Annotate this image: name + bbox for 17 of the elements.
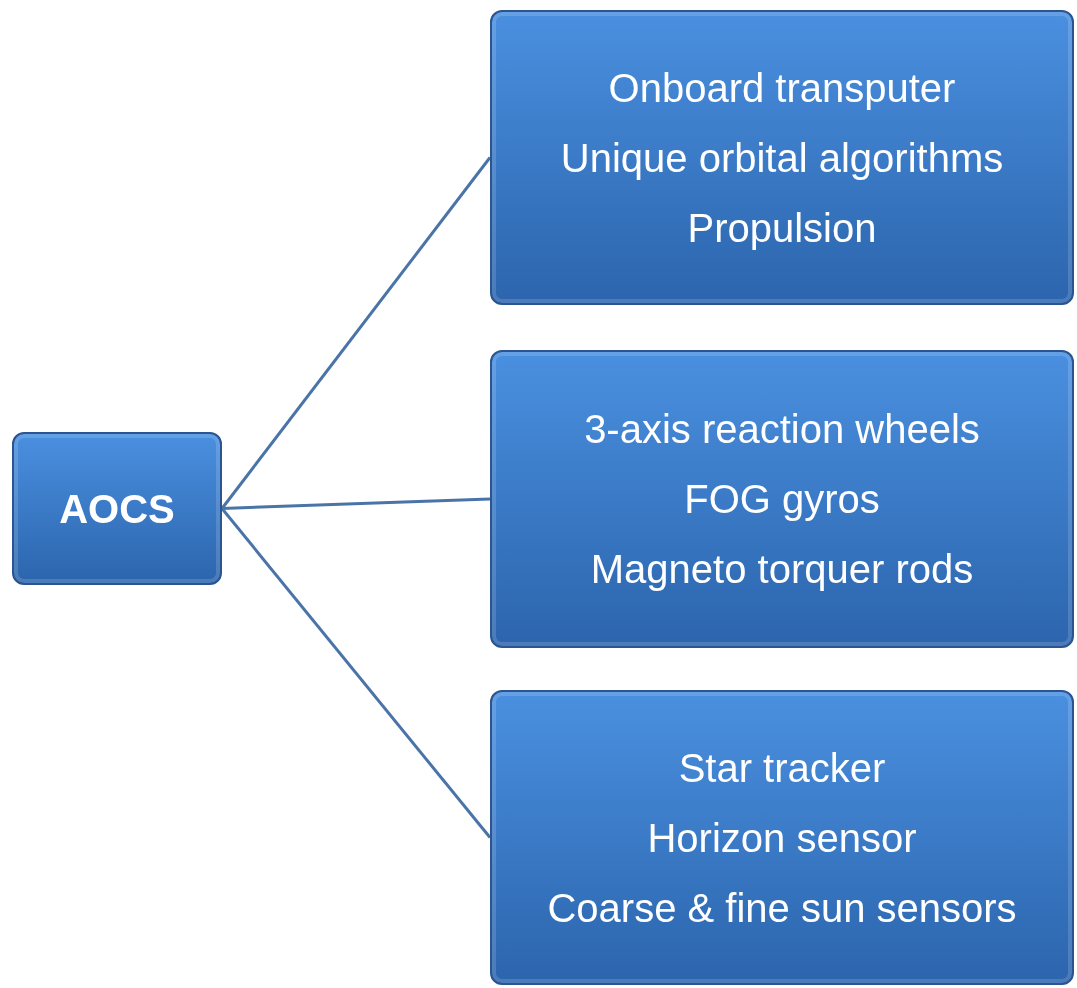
item-text: Unique orbital algorithms <box>560 134 1004 182</box>
item-box <box>490 690 1074 985</box>
item-text: Coarse & fine sun sensors <box>547 884 1017 932</box>
connector-line <box>220 507 492 839</box>
item-text: Propulsion <box>687 204 877 252</box>
box-title: AOCS <box>59 485 175 533</box>
item-box <box>490 10 1074 305</box>
item-box <box>490 350 1074 648</box>
item-text: Onboard transputer <box>608 64 956 112</box>
item-text: Magneto torquer rods <box>590 546 974 593</box>
item-text: Star tracker <box>678 744 886 792</box>
item-text: 3-axis reaction wheels <box>584 406 980 453</box>
root-box <box>12 432 222 585</box>
connector-line <box>221 497 491 510</box>
connector-line <box>220 156 492 510</box>
item-text: Horizon sensor <box>647 814 917 862</box>
item-text: FOG gyros <box>684 476 880 523</box>
